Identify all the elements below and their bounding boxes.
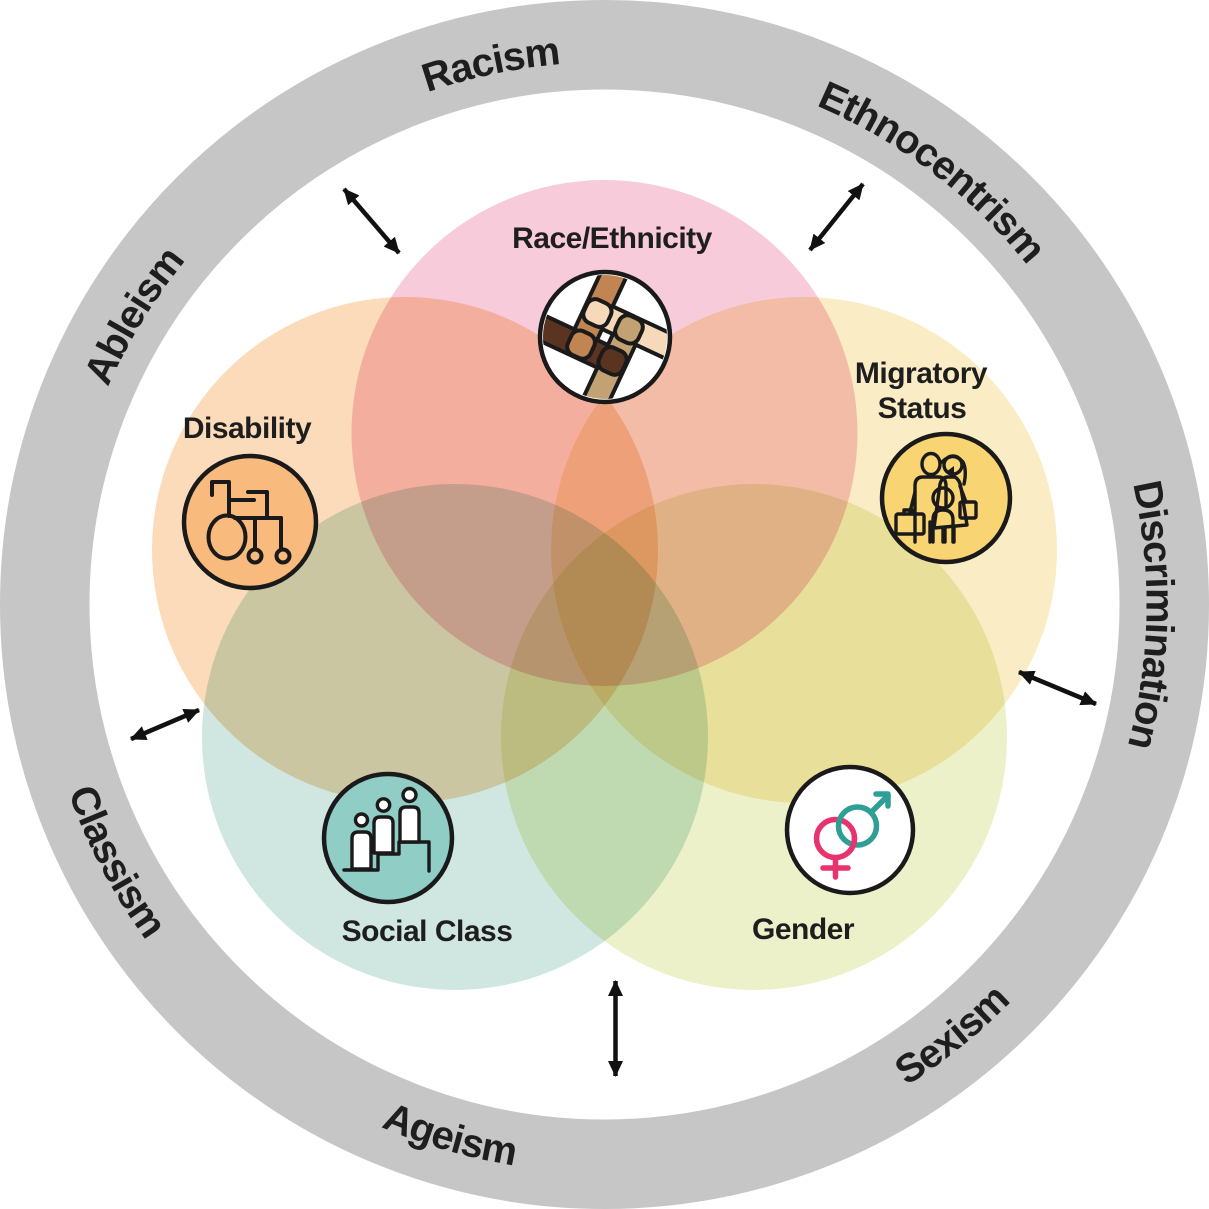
label-race-ethnicity: Race/Ethnicity: [512, 222, 713, 255]
male-symbol: [835, 791, 891, 848]
bidirectional-arrow-upper-right: [808, 182, 865, 252]
label-migratory-status-line1: Migratory: [855, 357, 988, 390]
unity-hands-icon: [537, 269, 673, 405]
label-disability: Disability: [183, 412, 312, 445]
migrant-family-icon: [879, 431, 1013, 565]
label-gender: Gender: [752, 913, 855, 946]
female-symbol-overlap-arc: [846, 832, 858, 855]
unity-hands-icon-circle: [537, 269, 673, 405]
arm-1-fist: [565, 328, 597, 361]
wheelchair-icon: [181, 453, 319, 591]
bidirectional-arrow-right: [1018, 669, 1097, 707]
label-social-class: Social Class: [342, 915, 513, 948]
podium-people-icon: [321, 771, 455, 905]
bidirectional-arrow-left: [130, 707, 200, 742]
gender-symbols-icon: [784, 764, 916, 896]
wheelchair-icon-circle: [181, 453, 319, 591]
bidirectional-arrow-upper-left: [342, 187, 401, 255]
label-migratory-status-line2: Status: [878, 392, 967, 425]
